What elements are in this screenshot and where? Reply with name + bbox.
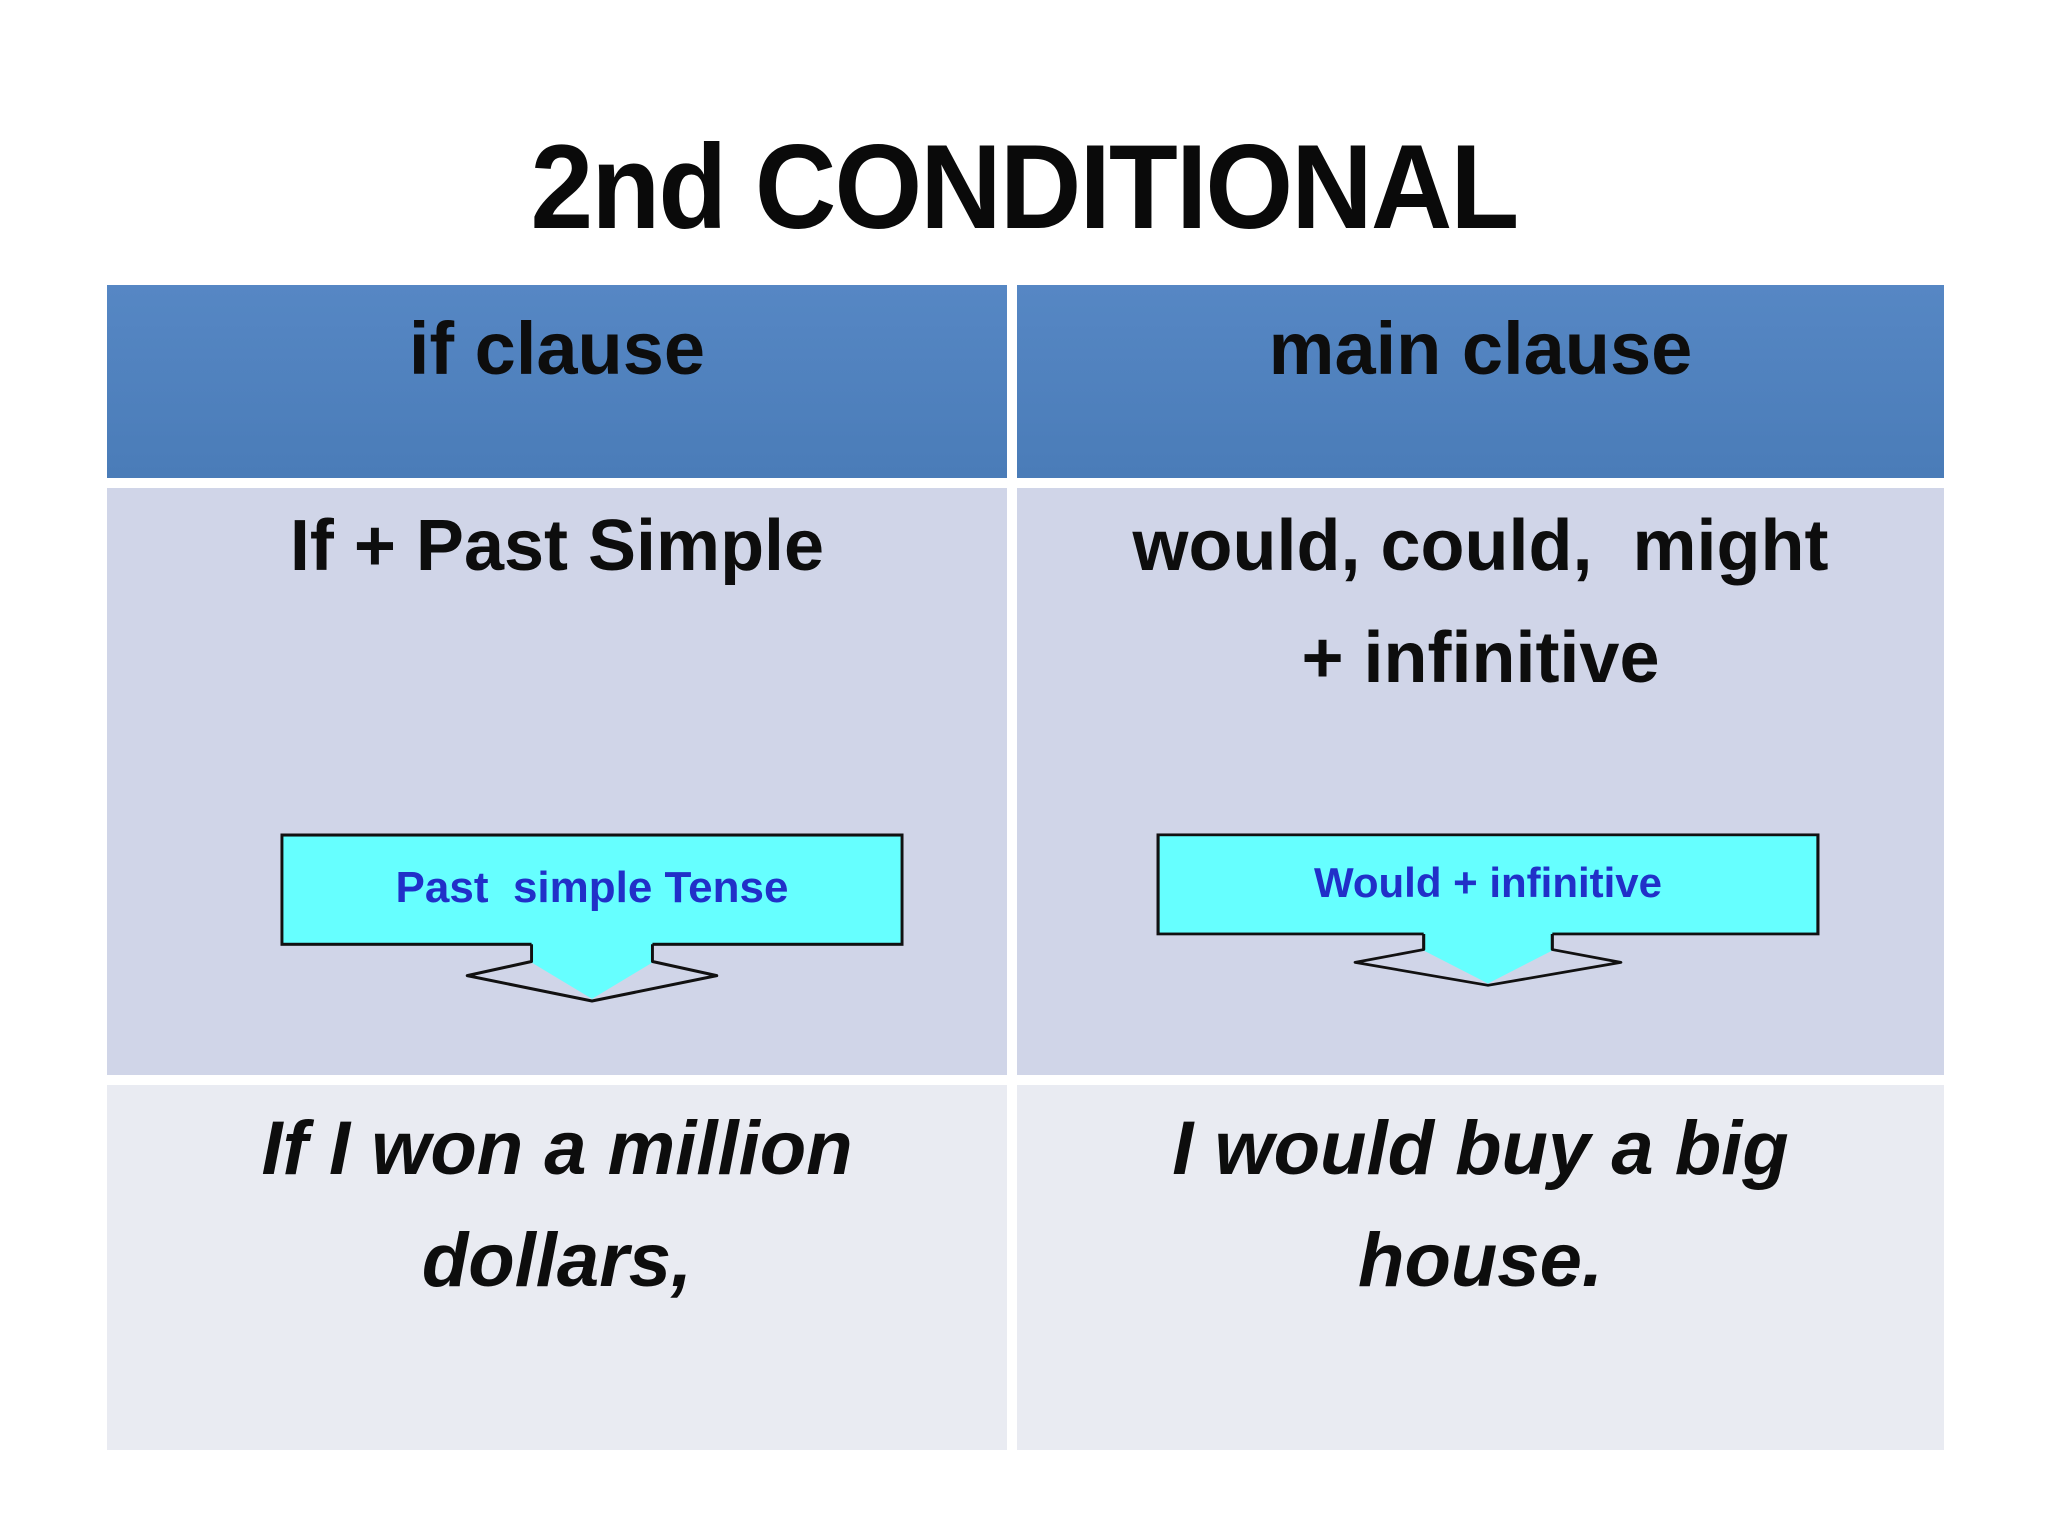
slide-title: 2nd CONDITIONAL: [0, 126, 2048, 248]
would-infinitive-callout: Would + infinitive: [1156, 833, 1820, 989]
if-example-line2: dollars,: [421, 1218, 693, 1303]
slide-title-text: 2nd CONDITIONAL: [530, 120, 1520, 254]
example-cell-if: If I won a million dollars,: [107, 1085, 1007, 1450]
past-simple-callout: Past simple Tense: [280, 833, 904, 1005]
main-example-line2: house.: [1358, 1218, 1603, 1303]
conditional-table: if clause main clause If + Past Simple P…: [107, 285, 1944, 1450]
if-example-line1: If I won a million: [261, 1106, 853, 1191]
header-cell-main-clause: main clause: [1017, 285, 1944, 478]
if-form-text: If + Past Simple: [289, 506, 825, 586]
main-form-text-line2: + infinitive: [1301, 618, 1660, 698]
form-cell-main: would, could, might + infinitive Would +…: [1017, 488, 1944, 1075]
header-main-clause-label: main clause: [1268, 307, 1693, 390]
down-arrow-callout-icon: [280, 833, 904, 1003]
main-form-text-line1: would, could, might: [1132, 506, 1829, 586]
header-cell-if-clause: if clause: [107, 285, 1007, 478]
past-simple-callout-label: Past simple Tense: [395, 863, 789, 913]
down-arrow-callout-icon: [1156, 833, 1820, 987]
header-if-clause-label: if clause: [408, 307, 706, 390]
form-cell-if: If + Past Simple Past simple Tense: [107, 488, 1007, 1075]
main-example-line1: I would buy a big: [1172, 1106, 1789, 1191]
example-cell-main: I would buy a big house.: [1017, 1085, 1944, 1450]
would-infinitive-callout-label: Would + infinitive: [1313, 858, 1663, 906]
